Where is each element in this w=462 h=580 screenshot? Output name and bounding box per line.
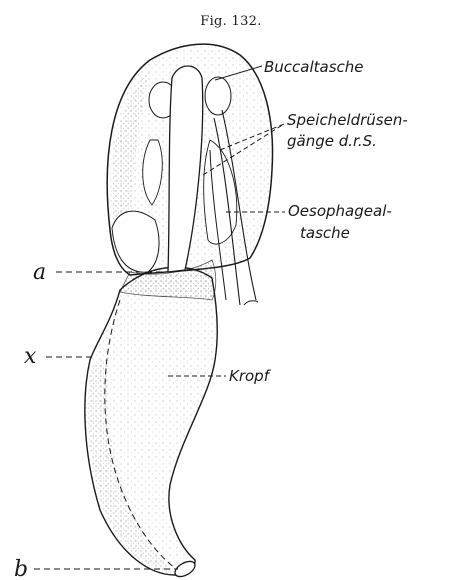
label-speicheldruesen-line1: Speicheldrüsen- bbox=[287, 111, 408, 129]
label-speicheldruesen-line2: gänge d.r.S. bbox=[287, 132, 377, 150]
label-x: x bbox=[24, 344, 37, 369]
label-oesophageal-line1: Oesophageal- bbox=[288, 202, 392, 220]
label-a: a bbox=[33, 260, 46, 285]
label-oesophageal-line2: tasche bbox=[300, 224, 350, 242]
label-buccaltasche: Buccaltasche bbox=[264, 58, 364, 76]
label-kropf: Kropf bbox=[229, 367, 272, 385]
salivary-duct-4 bbox=[244, 301, 258, 305]
label-b: b bbox=[14, 557, 28, 580]
buccal-lobe-right bbox=[205, 77, 231, 115]
